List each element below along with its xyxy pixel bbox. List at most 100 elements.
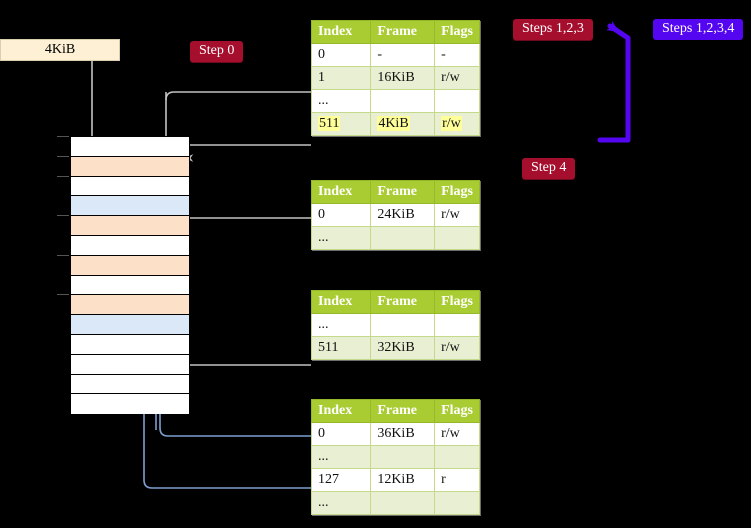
table-cell: - [370, 43, 436, 67]
table-cell: ... [310, 445, 372, 469]
table-cell: ... [310, 89, 372, 113]
memory-row [57, 215, 189, 236]
table-cell [370, 445, 436, 469]
column-header: Frame [370, 399, 436, 423]
column-header: Index [310, 399, 372, 423]
table-cell [370, 226, 436, 250]
memory-row [71, 374, 189, 395]
table-cell [434, 226, 480, 250]
table-row: ... [310, 445, 480, 469]
table-cell: r/w [434, 203, 480, 227]
column-header: Index [310, 290, 372, 314]
memory-row-tick [57, 155, 69, 157]
table-cell: ... [310, 491, 372, 515]
memory-row [71, 315, 189, 335]
table-cell: 1 [310, 66, 372, 90]
table-cell: r/w [434, 336, 480, 360]
column-header: Frame [370, 20, 436, 44]
highlighted-value: r/w [441, 116, 462, 131]
table-cell: 4KiB [370, 112, 436, 136]
table-cell: 0 [310, 43, 372, 67]
table-cell: r/w [434, 66, 480, 90]
table-cell: 0 [310, 422, 372, 446]
memory-row-tick [57, 136, 69, 137]
table-row: ... [310, 89, 480, 113]
table-cell: 32KiB [370, 336, 436, 360]
column-header: Index [310, 20, 372, 44]
table-cell: 511 [310, 112, 372, 136]
steps-1234-arrow [606, 20, 631, 143]
memory-row [57, 136, 189, 157]
table-cell [434, 445, 480, 469]
highlighted-value: 511 [318, 116, 341, 131]
badge-step-0: Step 0 [190, 41, 244, 63]
memory-row [57, 254, 189, 276]
memory-size-label: 4KiB [44, 42, 76, 57]
badge-step-4: Step 4 [522, 158, 576, 180]
memory-row [57, 294, 189, 316]
column-header: Index [310, 180, 372, 204]
table-row: ... [310, 313, 480, 337]
column-header: Flags [434, 180, 480, 204]
table-row: ... [310, 226, 480, 250]
memory-row [71, 334, 189, 355]
table-cell: 0 [310, 203, 372, 227]
table-cell [370, 313, 436, 337]
memory-row [57, 175, 189, 197]
memory-row-tick [57, 215, 69, 217]
memory-row [71, 275, 189, 296]
table-cell: 511 [310, 336, 372, 360]
memory-row [71, 354, 189, 375]
memory-row [71, 196, 189, 217]
column-header: Frame [370, 290, 436, 314]
connector-t3-to-memory [173, 308, 311, 366]
physical-memory-column [57, 136, 190, 415]
column-header: Flags [434, 290, 480, 314]
memory-row-tick [57, 254, 69, 256]
table-cell: 16KiB [370, 66, 436, 90]
connector-t2-to-memory [173, 217, 311, 242]
memory-size-box: 4KiB [0, 39, 120, 61]
table-row: 511 4KiB r/w [310, 112, 480, 136]
badge-steps-1-2-3: Steps 1,2,3 [513, 19, 593, 41]
table-cell: r [434, 468, 480, 492]
table-cell: 12KiB [370, 468, 436, 492]
table-cell [434, 313, 480, 337]
table-cell [370, 491, 436, 515]
table-row: ... [310, 491, 480, 515]
table-cell: r/w [434, 422, 480, 446]
table-cell: 36KiB [370, 422, 436, 446]
table-cell: ... [310, 226, 372, 250]
memory-row-tick [57, 294, 69, 296]
table-cell [434, 89, 480, 113]
table-cell: r/w [434, 112, 480, 136]
memory-row [57, 155, 189, 177]
badge-steps-1-2-3-4: Steps 1,2,3,4 [653, 19, 744, 41]
table-cell: 127 [310, 468, 372, 492]
table-cell [434, 491, 480, 515]
table-row: 0-- [310, 43, 480, 67]
memory-row [71, 235, 189, 256]
connector-t1-in [165, 91, 311, 101]
highlighted-value: 4KiB [377, 116, 410, 131]
column-header: Flags [434, 20, 480, 44]
column-header: Frame [370, 180, 436, 204]
connector-t4-row127 [143, 424, 311, 489]
memory-row [71, 394, 189, 415]
column-header: Flags [434, 399, 480, 423]
table-cell: ... [310, 313, 372, 337]
table-cell: 24KiB [370, 203, 436, 227]
memory-row-tick [57, 175, 69, 177]
